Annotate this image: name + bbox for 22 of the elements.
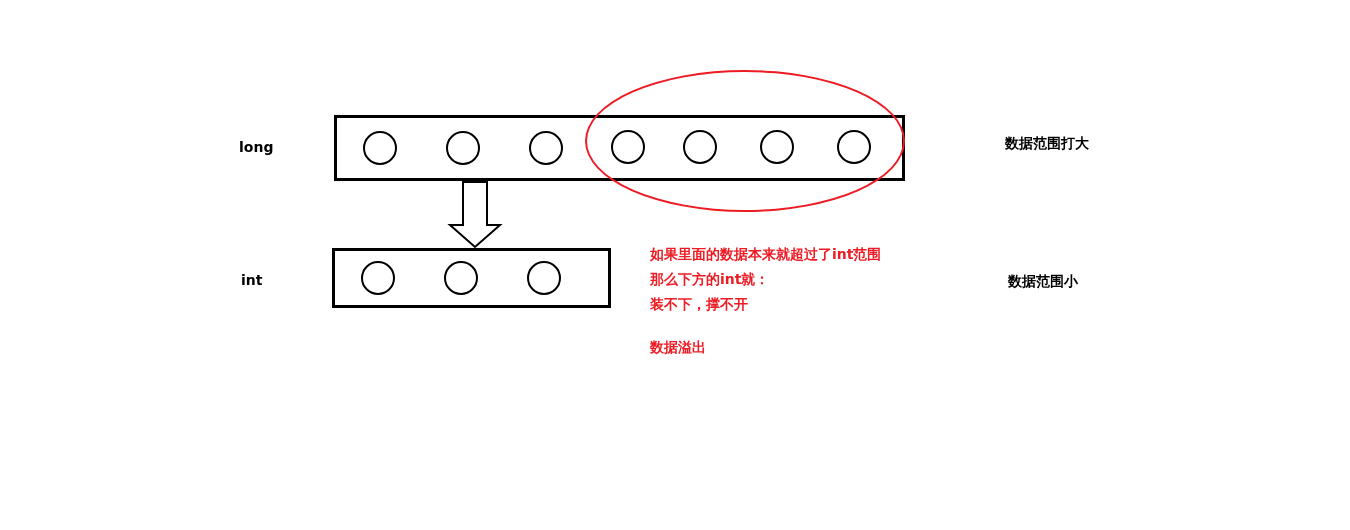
note-text: 如果里面的数据本来就超过了int范围 — [650, 245, 882, 263]
circle — [529, 131, 563, 165]
circle — [527, 261, 561, 295]
circle — [363, 131, 397, 165]
circle — [444, 261, 478, 295]
circle — [683, 130, 717, 164]
circle — [760, 130, 794, 164]
note-text: 那么下方的int就： — [650, 270, 770, 288]
range-label: long — [239, 138, 274, 156]
circle — [446, 131, 480, 165]
note-text: 装不下，撑不开 — [650, 295, 748, 313]
circle — [837, 130, 871, 164]
note-text: 数据溢出 — [650, 338, 706, 356]
range-label: int — [241, 271, 263, 289]
circle — [361, 261, 395, 295]
rectangle-box — [334, 115, 905, 181]
down-arrow — [447, 181, 503, 249]
rectangle-box — [332, 248, 611, 308]
circle — [611, 130, 645, 164]
range-label: 数据范围小 — [1008, 272, 1078, 290]
range-label: 数据范围打大 — [1005, 134, 1089, 152]
highlight-ellipse — [585, 70, 905, 212]
